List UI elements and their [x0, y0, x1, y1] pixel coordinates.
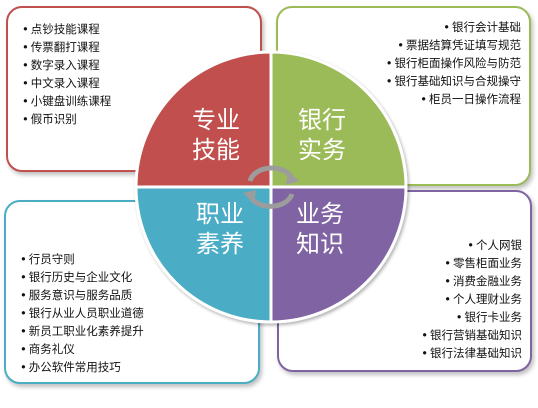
list-item: 消费金融业务: [421, 272, 522, 290]
list-item: 银行营销基础知识: [421, 326, 522, 344]
vocational-label-line2: 素养: [196, 230, 244, 258]
list-item: 柜员一日操作流程: [386, 90, 521, 108]
list-item: 数字录入课程: [22, 56, 111, 74]
business-knowledge-list: 个人网银 零售柜面业务 消费金融业务 个人理财业务 银行卡业务 银行营销基础知识…: [421, 236, 522, 362]
vocational-label-line1: 职业: [196, 200, 244, 228]
list-item: 传票翻打课程: [22, 38, 111, 56]
list-item: 零售柜面业务: [421, 254, 522, 272]
list-item: 小键盘训练课程: [22, 92, 112, 110]
list-item: 银行法律基础知识: [421, 344, 522, 362]
list-item: 个人理财业务: [421, 290, 522, 308]
list-item: 银行卡业务: [421, 308, 523, 326]
list-item: 票据结算凭证填写规范: [386, 36, 521, 54]
vocational-literacy-quadrant: [134, 185, 273, 324]
list-item: 银行柜面操作风险与防范: [386, 54, 522, 72]
banking-practice-label-line2: 实务: [298, 136, 346, 164]
list-item: 银行会计基础: [386, 18, 521, 36]
cycle-arrows-icon: [243, 165, 299, 209]
list-item: 中文录入课程: [22, 74, 111, 92]
list-item: 新员工职业化素养提升: [20, 322, 144, 340]
list-item: 办公软件常用技巧: [20, 358, 144, 376]
professional-label-line2: 技能: [192, 136, 240, 164]
list-item: 商务礼仪: [20, 340, 144, 358]
business-knowledge-label-line2: 知识: [296, 230, 344, 258]
professional-skills-quadrant: [134, 50, 273, 189]
list-item: 点钞技能课程: [22, 20, 111, 38]
banking-practice-list: 银行会计基础 票据结算凭证填写规范 银行柜面操作风险与防范 银行基础知识与合规操…: [386, 18, 522, 108]
list-item: 服务意识与服务品质: [20, 286, 144, 304]
banking-practice-quadrant: [269, 50, 408, 189]
list-item: 个人网银: [421, 236, 522, 254]
professional-skills-list: 点钞技能课程 传票翻打课程 数字录入课程 中文录入课程 小键盘训练课程 假币识别: [22, 20, 112, 128]
list-item: 银行历史与企业文化: [20, 268, 144, 286]
professional-label-line1: 专业: [192, 106, 240, 134]
business-knowledge-label-line1: 业务: [296, 200, 344, 228]
list-item: 假币识别: [22, 110, 111, 128]
vocational-literacy-list: 行员守则 银行历史与企业文化 服务意识与服务品质 银行从业人员职业道德 新员工职…: [20, 250, 144, 376]
banking-practice-label-line1: 银行: [298, 106, 346, 134]
list-item: 行员守则: [20, 250, 144, 268]
business-knowledge-quadrant: [269, 185, 408, 324]
list-item: 银行基础知识与合规操守: [386, 72, 522, 90]
list-item: 银行从业人员职业道德: [20, 304, 144, 322]
